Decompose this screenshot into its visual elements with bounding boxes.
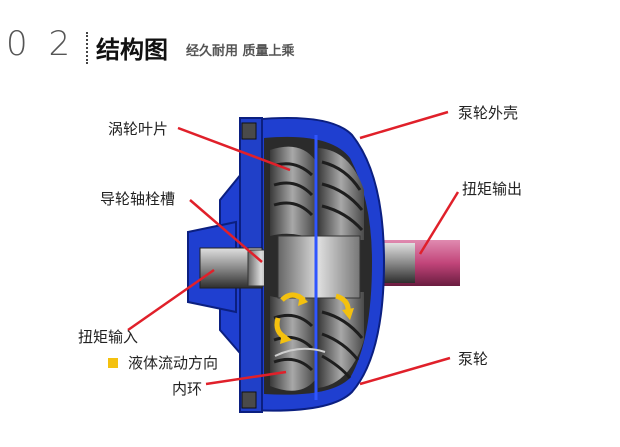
label-torque-input: 扭矩输入 — [78, 326, 138, 347]
label-inner-ring: 内环 — [172, 378, 202, 399]
fluid-direction-swatch — [108, 358, 118, 368]
pointer-pump — [360, 358, 450, 384]
label-pump: 泵轮 — [458, 348, 488, 369]
label-stator-spline: 导轮轴栓槽 — [100, 188, 175, 209]
label-torque-output: 扭矩输出 — [462, 178, 522, 199]
pointer-pump-shell — [360, 112, 448, 138]
stator-hub — [278, 236, 360, 298]
bolt-bottom — [242, 392, 256, 408]
label-pump-shell: 泵轮外壳 — [458, 102, 518, 123]
bolt-top — [242, 123, 256, 139]
legend-fluid-direction: 液体流动方向 — [128, 352, 218, 373]
label-turbine-blade: 涡轮叶片 — [108, 118, 168, 139]
legend: 液体流动方向 — [108, 352, 218, 373]
